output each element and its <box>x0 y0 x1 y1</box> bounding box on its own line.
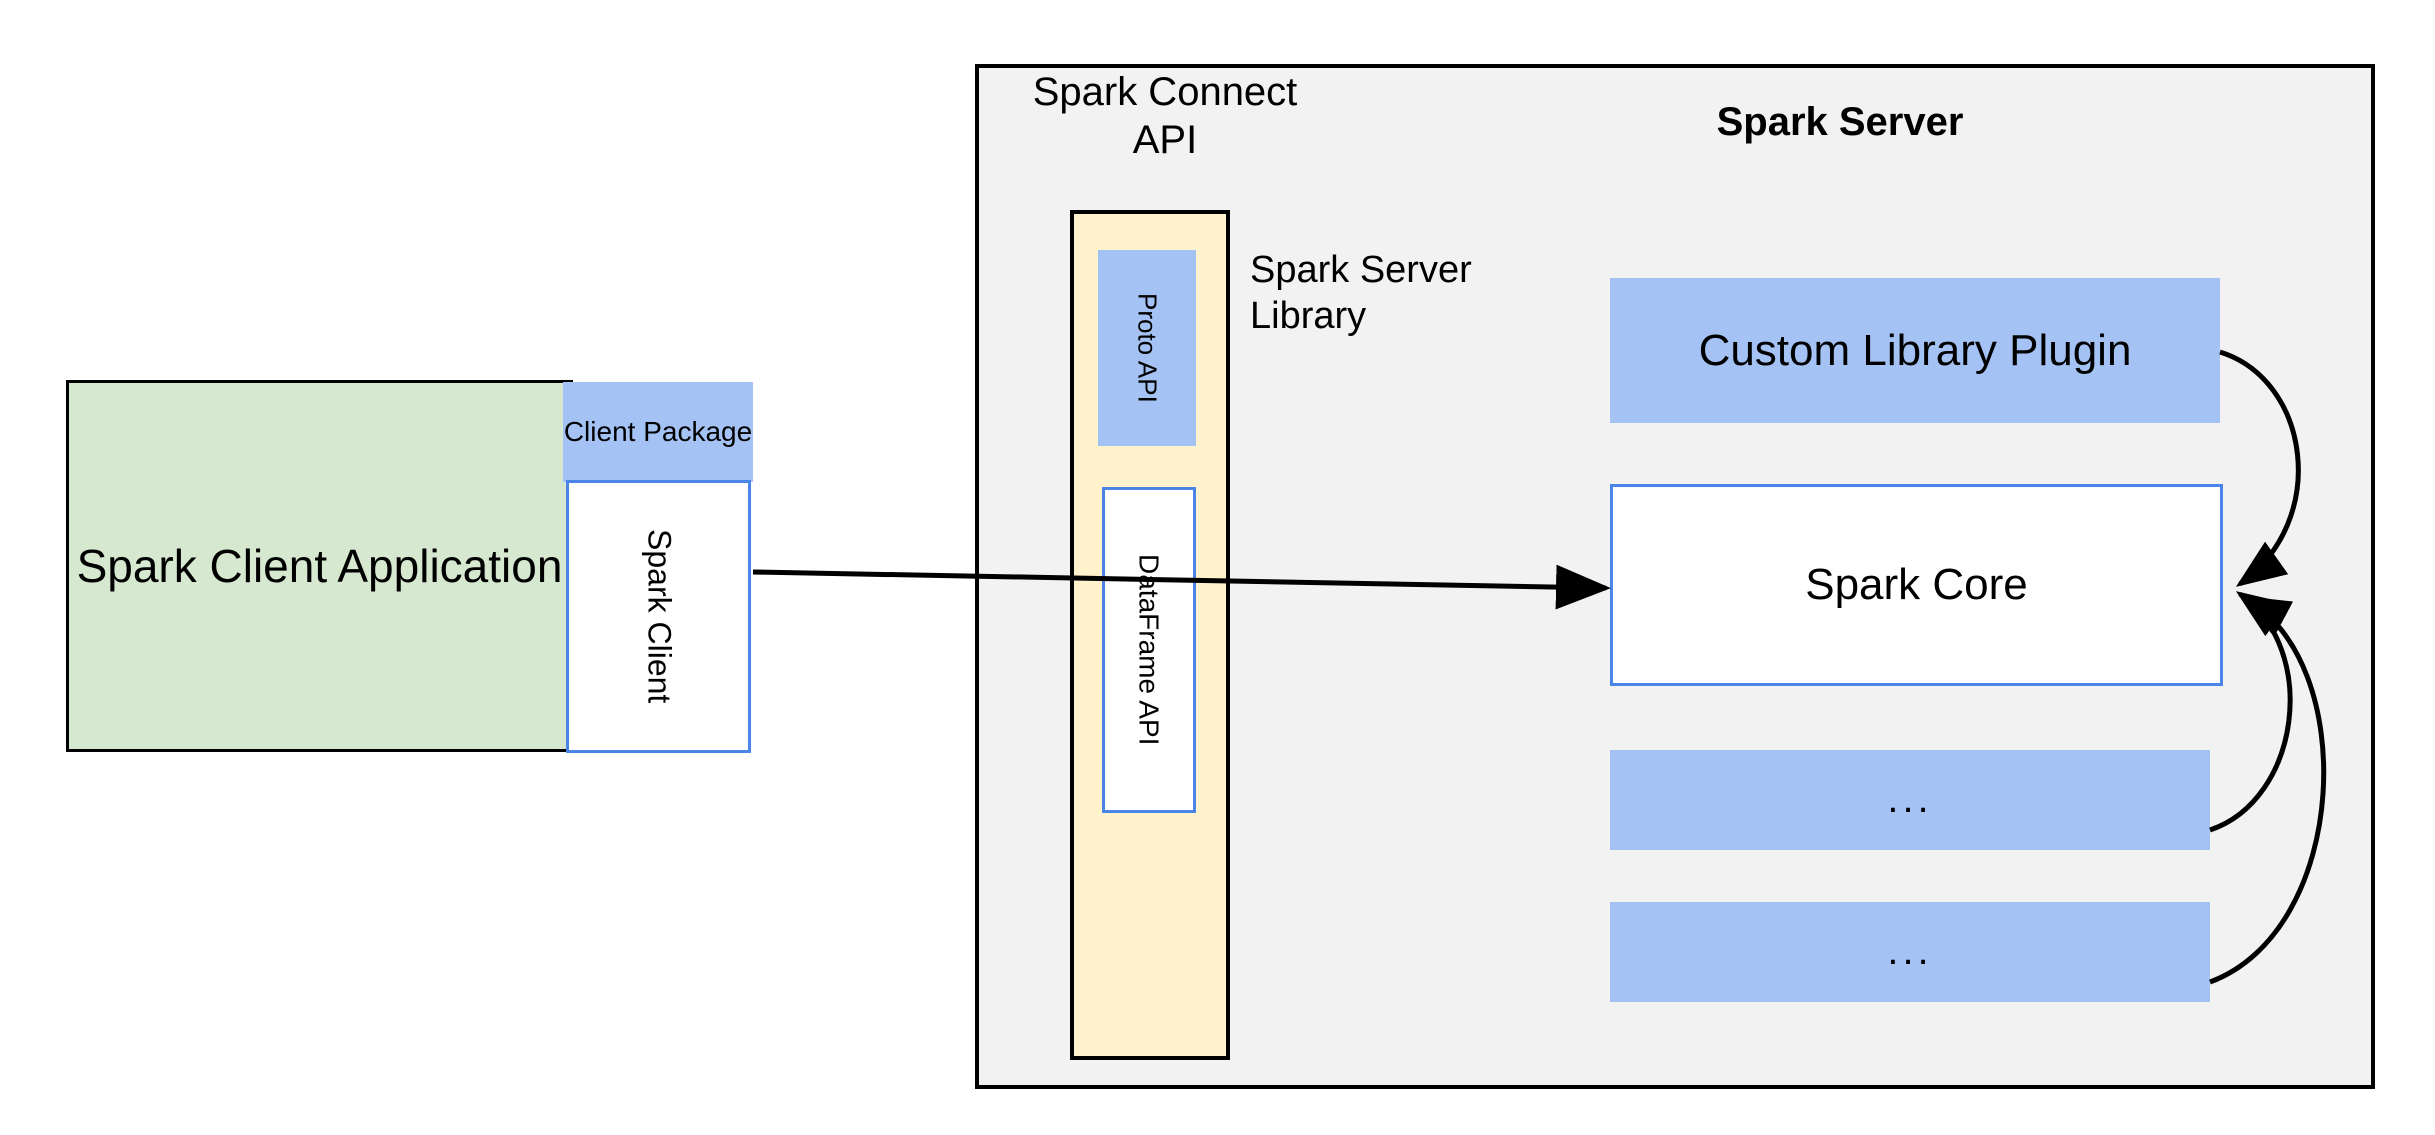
ellipsis-box-2[interactable]: ... <box>1610 902 2210 1002</box>
dataframe-api-box[interactable]: DataFrame API <box>1102 487 1196 813</box>
spark-client-application-box[interactable]: Spark Client Application <box>66 380 573 752</box>
proto-api-label: Proto API <box>1132 293 1163 403</box>
spark-connect-api-label: Spark Connect API <box>1032 70 1298 162</box>
client-package-box[interactable]: Client Package <box>563 382 753 482</box>
spark-client-label: Spark Client <box>641 529 678 704</box>
spark-server-title: Spark Server <box>1716 100 1964 144</box>
spark-server-library-label: Spark Server Library <box>1250 249 1472 337</box>
spark-client-box[interactable]: Spark Client <box>566 480 751 753</box>
spark-core-box[interactable]: Spark Core <box>1610 484 2223 686</box>
ellipsis-box-1[interactable]: ... <box>1610 750 2210 850</box>
dataframe-api-label: DataFrame API <box>1133 554 1165 746</box>
proto-api-box[interactable]: Proto API <box>1098 250 1196 446</box>
custom-library-plugin-box[interactable]: Custom Library Plugin <box>1610 278 2220 423</box>
